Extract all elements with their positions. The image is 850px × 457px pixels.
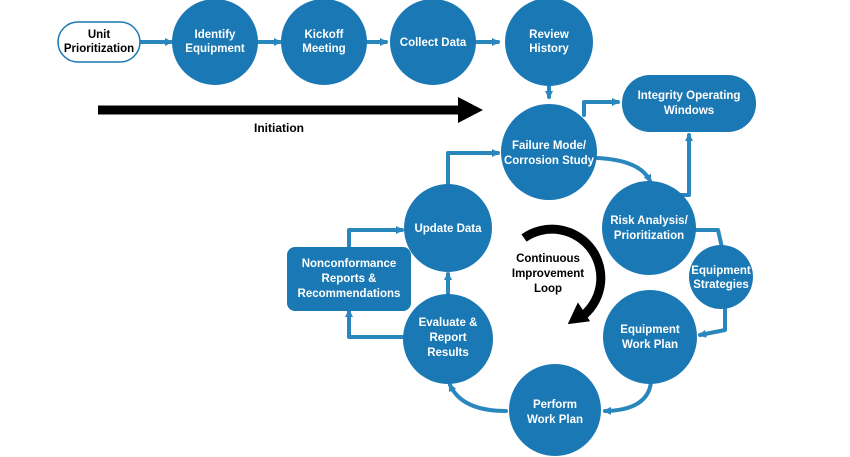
svg-text:Prioritization: Prioritization — [64, 43, 134, 55]
connector-failure-to-risk — [595, 156, 652, 183]
connector-evaluate-to-nonconformance — [345, 309, 407, 339]
svg-text:Update Data: Update Data — [414, 223, 482, 235]
connector-perform-to-evaluate — [448, 383, 508, 413]
svg-text:Work Plan: Work Plan — [622, 339, 678, 351]
connector-risk-to-strategies — [694, 228, 726, 254]
node-identify-equipment: Identify Equipment — [172, 0, 258, 85]
svg-text:History: History — [529, 43, 569, 55]
svg-text:Collect Data: Collect Data — [400, 37, 467, 49]
initiation-arrow — [98, 97, 483, 123]
connector-risk-to-iow — [679, 133, 693, 197]
center-loop-label: Continuous Improvement Loop — [512, 253, 584, 295]
svg-text:Failure Mode/: Failure Mode/ — [512, 140, 587, 152]
node-equipment-work-plan: Equipment Work Plan — [603, 290, 697, 384]
svg-text:Report: Report — [429, 332, 466, 344]
svg-text:Prioritization: Prioritization — [614, 230, 684, 242]
connector-update-to-failure — [446, 149, 500, 188]
svg-text:Results: Results — [427, 347, 469, 359]
node-review-history: Review History — [505, 0, 593, 86]
node-nonconformance: Nonconformance Reports & Recommendations — [287, 247, 411, 311]
node-perform-work-plan: Perform Work Plan — [509, 364, 601, 456]
connectors — [138, 38, 727, 415]
svg-text:Equipment: Equipment — [620, 324, 680, 336]
svg-text:Evaluate &: Evaluate & — [419, 317, 478, 329]
node-unit-prioritization: Unit Prioritization — [57, 21, 141, 63]
svg-text:Identify: Identify — [195, 29, 236, 41]
svg-text:Meeting: Meeting — [302, 43, 345, 55]
connector-nonconformance-to-update — [347, 226, 404, 251]
svg-text:Windows: Windows — [664, 105, 714, 117]
svg-text:Risk Analysis/: Risk Analysis/ — [610, 215, 688, 227]
svg-text:Strategies: Strategies — [693, 279, 749, 291]
svg-text:Corrosion Study: Corrosion Study — [504, 155, 595, 167]
svg-text:Equipment: Equipment — [185, 43, 245, 55]
node-kickoff-meeting: Kickoff Meeting — [281, 0, 367, 85]
svg-text:Kickoff: Kickoff — [305, 29, 344, 41]
svg-text:Loop: Loop — [534, 283, 562, 295]
svg-text:Perform: Perform — [533, 399, 577, 411]
svg-text:Unit: Unit — [88, 29, 111, 41]
node-update-data: Update Data — [404, 184, 492, 272]
node-failure-mode: Failure Mode/ Corrosion Study — [501, 104, 597, 200]
connector-workplan-to-perform — [603, 380, 653, 415]
svg-text:Continuous: Continuous — [516, 253, 580, 265]
svg-text:Reports &: Reports & — [322, 273, 377, 285]
svg-text:Improvement: Improvement — [512, 268, 584, 280]
node-collect-data: Collect Data — [390, 0, 476, 85]
svg-text:Equipment: Equipment — [691, 265, 751, 277]
node-evaluate-report: Evaluate & Report Results — [403, 294, 493, 384]
svg-text:Review: Review — [529, 29, 569, 41]
initiation-label: Initiation — [254, 121, 304, 135]
node-equipment-strategies: Equipment Strategies — [689, 245, 753, 309]
svg-text:Nonconformance: Nonconformance — [302, 258, 397, 270]
connector-failure-to-iow — [582, 98, 620, 117]
node-risk-analysis: Risk Analysis/ Prioritization — [602, 181, 696, 275]
svg-text:Integrity Operating: Integrity Operating — [638, 90, 741, 102]
svg-text:Recommendations: Recommendations — [298, 288, 401, 300]
node-integrity-operating-windows: Integrity Operating Windows — [622, 75, 756, 132]
svg-text:Work Plan: Work Plan — [527, 414, 583, 426]
continuous-loop-icon — [521, 224, 606, 325]
